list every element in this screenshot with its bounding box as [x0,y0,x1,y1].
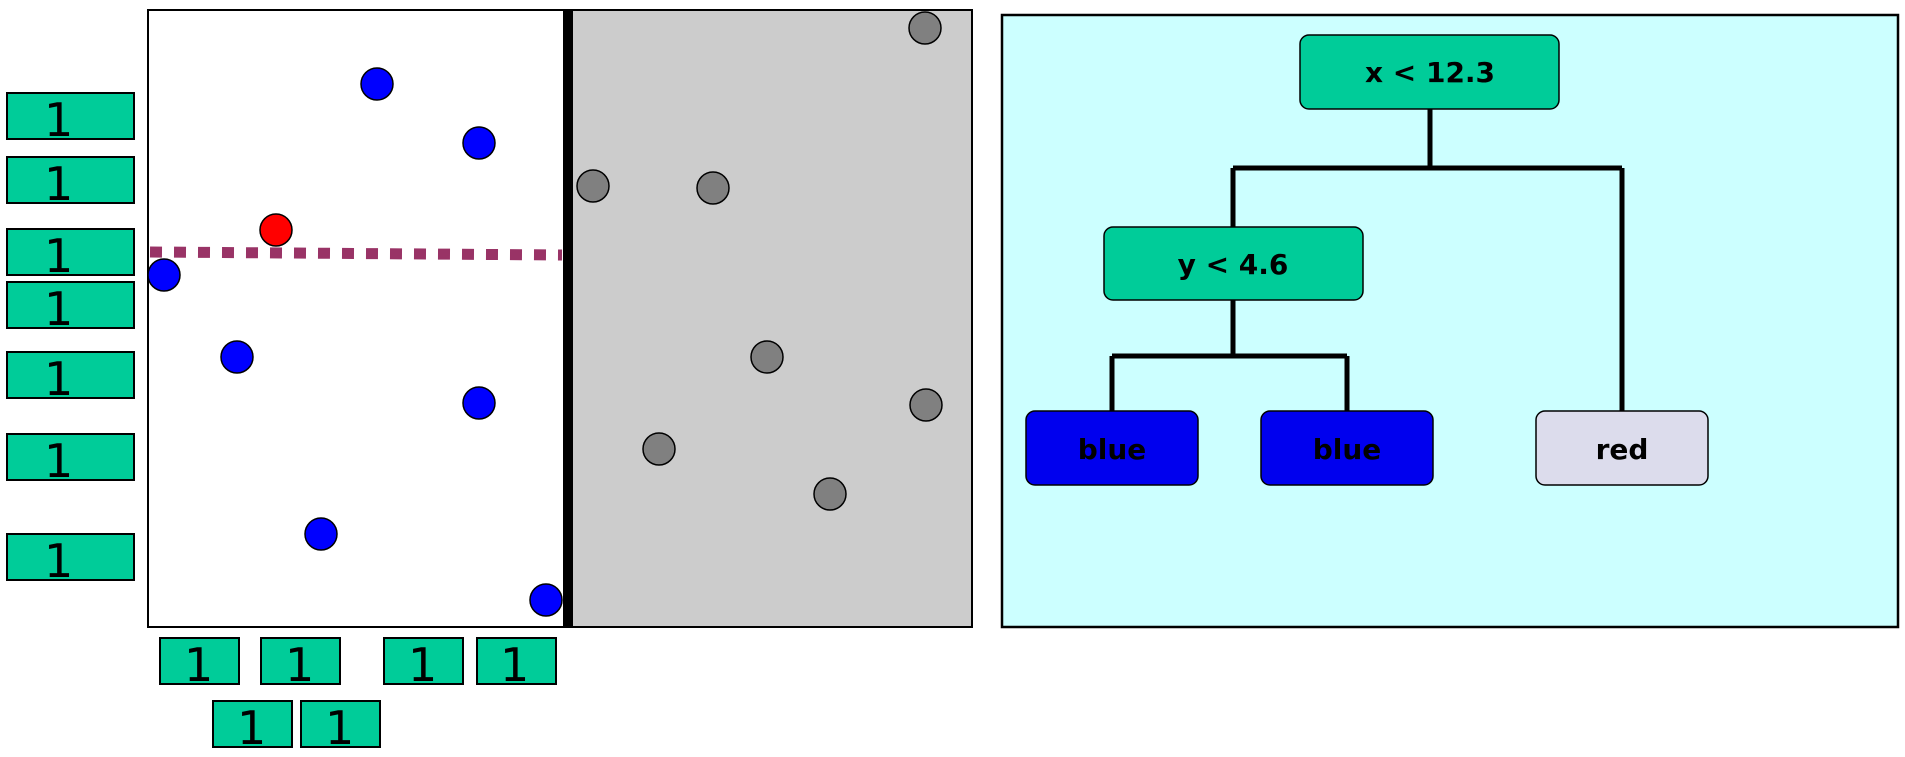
blue-point [147,258,181,292]
gray-point [576,169,610,203]
svg-text:1: 1 [325,701,354,755]
svg-text:1: 1 [500,638,529,692]
blue-point [529,583,563,617]
bottom-count-label: 1 [260,637,341,692]
svg-text:1: 1 [44,282,73,336]
gray-point [908,11,942,45]
bottom-count-label: 1 [383,637,464,692]
tree-leaf-red: red [1535,410,1709,486]
bottom-count-label: 1 [212,700,293,755]
left-count-labels: 1 1 1 1 1 1 1 [6,92,135,588]
blue-point [360,67,394,101]
svg-text:red: red [1596,433,1649,466]
blue-point [304,517,338,551]
scatter-border [147,9,973,628]
bottom-count-label: 1 [159,637,240,692]
gray-point [813,477,847,511]
gray-point [642,432,676,466]
svg-text:1: 1 [285,638,314,692]
svg-text:1: 1 [44,352,73,406]
red-point [259,213,293,247]
svg-text:1: 1 [44,534,73,588]
left-count-label: 1 [6,433,135,488]
bottom-count-label: 1 [476,637,557,692]
left-count-label: 1 [6,281,135,336]
svg-text:1: 1 [184,638,213,692]
svg-text:y < 4.6: y < 4.6 [1178,248,1289,281]
gray-point [696,171,730,205]
blue-point [462,386,496,420]
left-count-label: 1 [6,228,135,283]
tree-panel-background [1000,13,1900,629]
tree-connectors [1109,108,1625,412]
scatter-white-region [148,10,568,627]
bottom-count-label: 1 [300,700,381,755]
bottom-count-labels: 1 1 1 1 1 1 [159,637,557,755]
tree-leaf-blue: blue [1025,410,1199,486]
scatter-gray-region [568,10,972,627]
svg-text:1: 1 [44,93,73,147]
gray-point [750,340,784,374]
blue-point [462,126,496,160]
svg-text:blue: blue [1313,433,1382,466]
tree-root-node: x < 12.3 [1299,34,1560,110]
left-count-label: 1 [6,92,135,147]
svg-text:1: 1 [44,434,73,488]
left-count-label: 1 [6,533,135,588]
svg-text:1: 1 [408,638,437,692]
left-count-label: 1 [6,156,135,211]
left-count-label: 1 [6,351,135,406]
gray-point [909,388,943,422]
svg-text:1: 1 [44,229,73,283]
tree-panel: x < 12.3 y < 4.6 blue blue red [1000,13,1900,629]
tree-child-node: y < 4.6 [1103,226,1364,301]
svg-text:1: 1 [44,157,73,211]
svg-text:x < 12.3: x < 12.3 [1365,56,1495,89]
scatter-panel [147,9,973,628]
svg-text:blue: blue [1078,433,1147,466]
y-split-dashed-line [149,246,563,261]
tree-leaf-blue: blue [1260,410,1434,486]
svg-text:1: 1 [237,701,266,755]
blue-point [220,340,254,374]
